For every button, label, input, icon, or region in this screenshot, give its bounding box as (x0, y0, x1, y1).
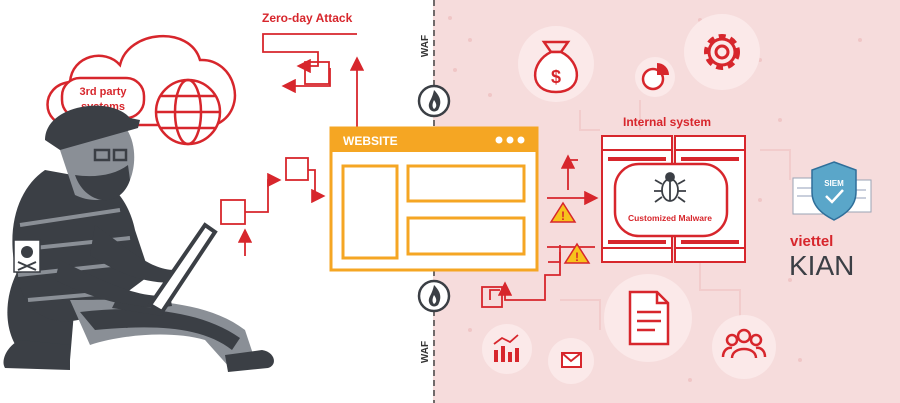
customized-malware-label: Customized Malware (628, 213, 712, 223)
globe-icon (154, 78, 222, 146)
skull-icon (13, 239, 41, 273)
bug-icon (654, 172, 686, 203)
warning-glyph: ! (575, 250, 579, 264)
laptop-icon (112, 222, 218, 316)
warning-icon: ! (563, 242, 591, 264)
hacker-icon (3, 105, 274, 372)
pie-chart-icon (635, 57, 675, 97)
warning-glyph: ! (561, 209, 565, 223)
money-bag-icon: $ (518, 26, 594, 102)
server-led-rows (608, 157, 739, 244)
zero-day-arrows (262, 33, 365, 128)
firewall-icon (417, 84, 451, 118)
zero-day-attack-label: Zero-day Attack (262, 11, 353, 25)
users-icon (712, 315, 776, 379)
internal-system-label: Internal system (623, 115, 711, 129)
analytics-icon (482, 324, 532, 374)
attack-path-arrows (220, 157, 326, 256)
brand-kian: KIAN (789, 250, 854, 281)
waf-label-top: WAF (420, 35, 431, 57)
warning-icon: ! (549, 201, 577, 223)
mail-icon (548, 338, 594, 384)
dollar-glyph: $ (551, 67, 561, 87)
siem-shield-icon (792, 161, 872, 221)
document-icon (604, 274, 692, 362)
gear-icon (684, 14, 760, 90)
third-party-label-line1: 3rd party (79, 86, 127, 98)
internal-path-arrows (489, 154, 599, 301)
brand-viettel: viettel (790, 233, 833, 250)
background-lines (560, 100, 791, 330)
waf-label-bottom: WAF (420, 341, 431, 363)
siem-label: SIEM (824, 179, 844, 188)
firewall-icon (417, 279, 451, 313)
website-window (329, 126, 539, 272)
path-node (481, 286, 503, 308)
website-title: WEBSITE (343, 134, 398, 148)
